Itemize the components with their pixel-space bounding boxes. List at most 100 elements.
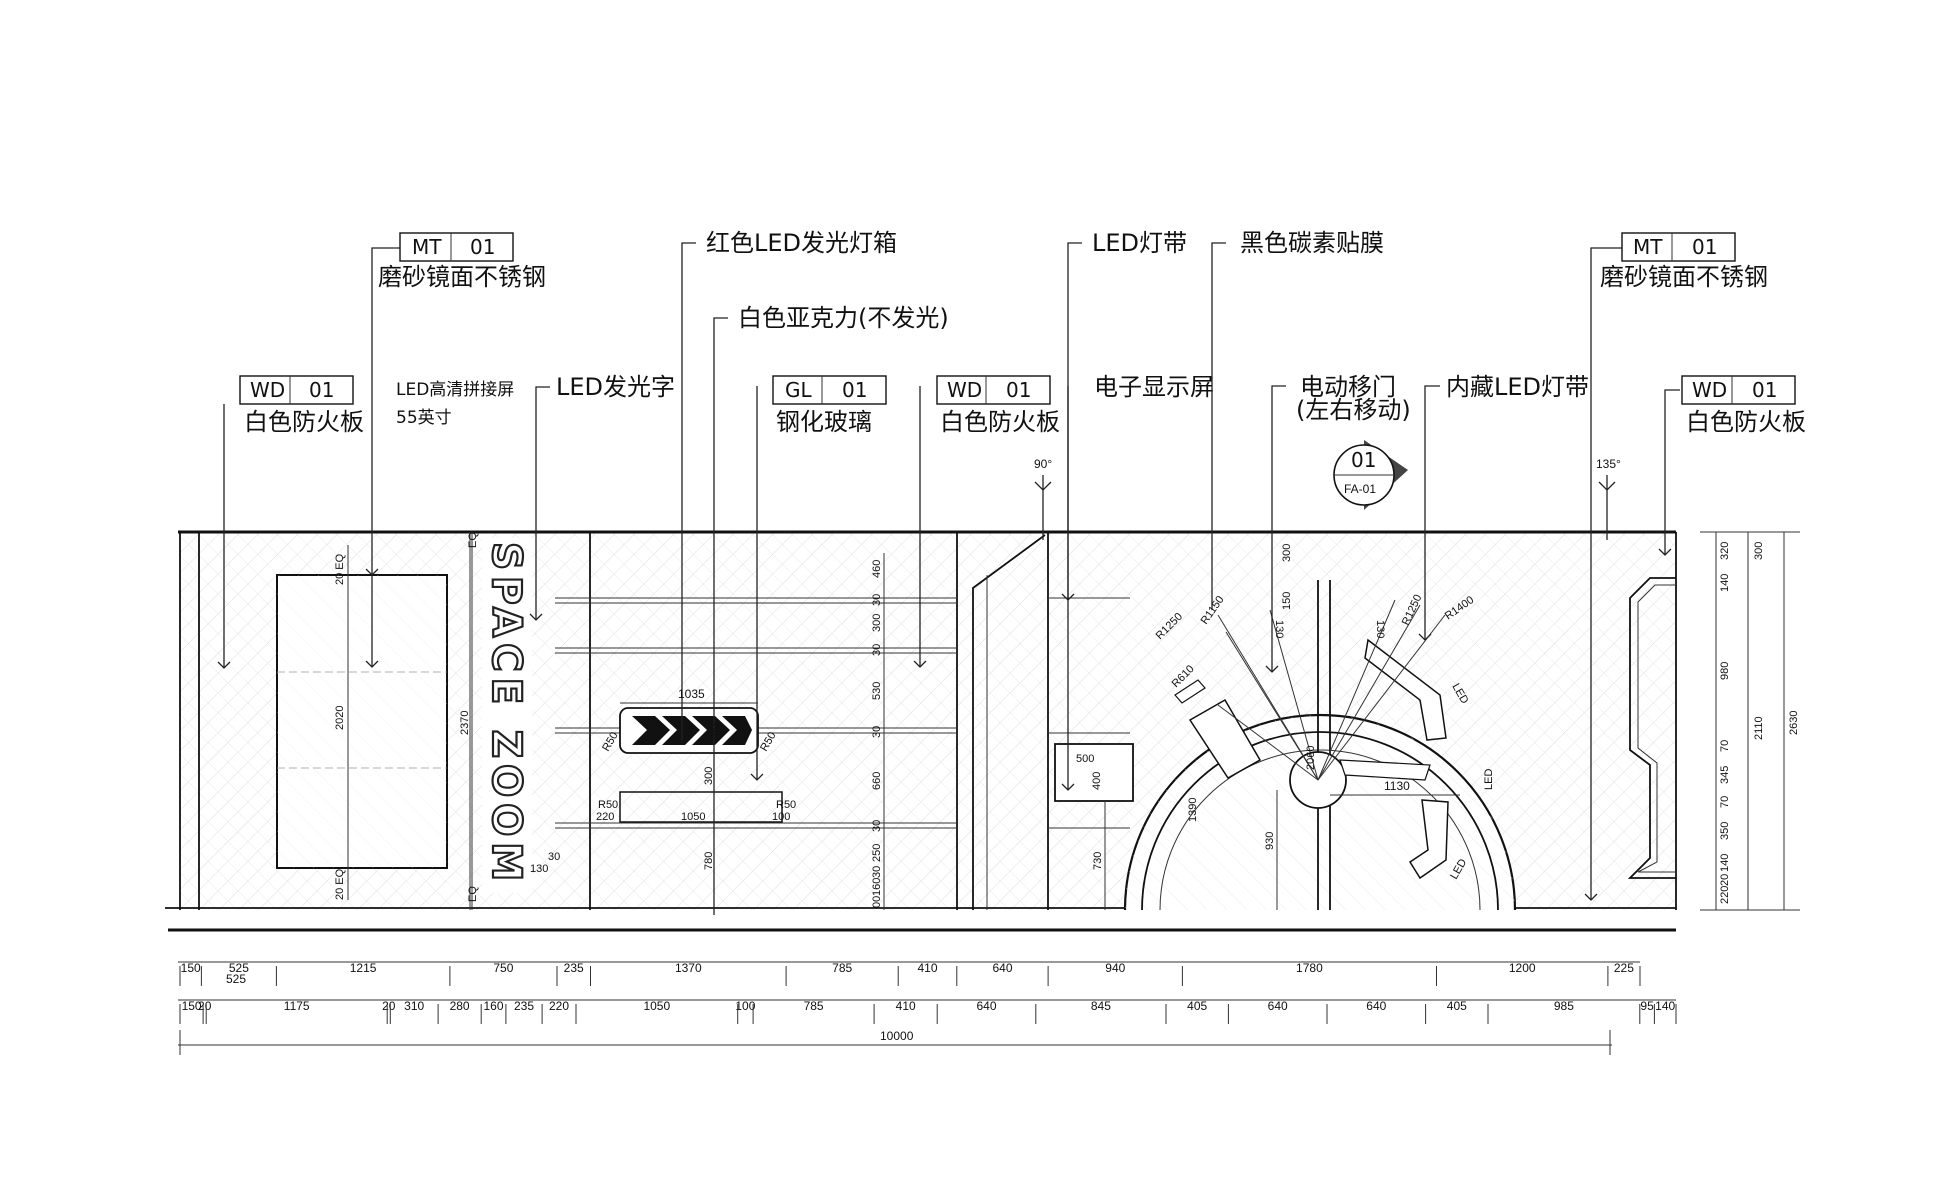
svg-text:250: 250	[709, 724, 721, 742]
dim-row2-label: 150	[182, 999, 202, 1013]
svg-text:300: 300	[871, 614, 883, 632]
callout-gl: GL 01 钢化玻璃	[772, 375, 887, 436]
dim-row1-label: 1215	[350, 961, 377, 975]
svg-text:01: 01	[1692, 235, 1717, 259]
svg-text:30: 30	[871, 866, 883, 878]
svg-text:930: 930	[1264, 832, 1276, 850]
svg-text:2630: 2630	[1788, 711, 1800, 735]
svg-text:160: 160	[871, 878, 883, 896]
svg-text:150: 150	[1281, 592, 1293, 610]
svg-text:LED高清拼接屏: LED高清拼接屏	[396, 380, 514, 400]
right-mirror-panel	[1627, 577, 1676, 879]
dim-row2-label: 1050	[643, 999, 670, 1013]
dim-row2-label: 20	[382, 999, 396, 1013]
svg-text:55英寸: 55英寸	[396, 408, 452, 428]
dim-row1-label: 1200	[1509, 961, 1536, 975]
svg-text:530: 530	[871, 682, 883, 700]
left-panel-dims: 20 EQ 2020 20 EQ 2370 EQ EQ 130 30	[334, 532, 560, 910]
svg-text:1035: 1035	[678, 687, 705, 701]
svg-text:350: 350	[1719, 822, 1731, 840]
mirror-panel	[276, 574, 448, 869]
svg-text:00: 00	[871, 896, 883, 908]
dim-row2-label: 845	[1091, 999, 1111, 1013]
dim-row2-label: 235	[514, 999, 534, 1013]
shelf-dims: 460 30 300 30 530 30 660 30 250 30 160 0…	[871, 553, 885, 910]
svg-text:01: 01	[1752, 378, 1777, 402]
dim-row2-label: 280	[450, 999, 470, 1013]
svg-text:1390: 1390	[1187, 798, 1199, 822]
dim-row2-label: 95	[1640, 999, 1654, 1013]
dim-row1-label: 410	[917, 961, 937, 975]
svg-text:400: 400	[1091, 772, 1103, 790]
space-zoom-logo: SPACE ZOOM	[482, 538, 532, 893]
svg-text:2370: 2370	[459, 711, 471, 735]
glass-panel	[972, 534, 1046, 910]
dim-row1-label: 940	[1105, 961, 1125, 975]
svg-text:钢化玻璃: 钢化玻璃	[776, 408, 872, 436]
svg-text:EQ: EQ	[467, 532, 479, 548]
svg-text:30: 30	[871, 726, 883, 738]
svg-text:20: 20	[1719, 874, 1731, 886]
dim-row2-label: 985	[1554, 999, 1574, 1013]
angle-right: 135°	[1596, 457, 1621, 471]
svg-text:01: 01	[842, 378, 867, 402]
svg-text:660: 660	[871, 772, 883, 790]
svg-text:300: 300	[703, 767, 715, 785]
leader-lines	[217, 242, 1680, 915]
dim-row2-label: 140	[1655, 999, 1675, 1013]
svg-text:磨砂镜面不锈钢: 磨砂镜面不锈钢	[1600, 263, 1768, 291]
dim-row1-label: 235	[564, 961, 584, 975]
svg-text:01: 01	[1351, 448, 1376, 472]
callout-led-text: LED发光字	[556, 373, 675, 401]
svg-text:130: 130	[1374, 620, 1386, 638]
svg-text:460: 460	[871, 560, 883, 578]
dim-row2-label: 785	[804, 999, 824, 1013]
svg-text:320: 320	[1719, 542, 1731, 560]
angle-left: 90°	[1034, 457, 1052, 471]
svg-text:WD: WD	[947, 378, 982, 402]
callout-wd-mid: WD 01 白色防火板	[936, 375, 1060, 436]
svg-text:250: 250	[871, 844, 883, 862]
svg-text:2110: 2110	[1753, 716, 1765, 740]
right-dimensions: 320 140 980 70 345 70 350 140 20 220 300…	[1700, 531, 1800, 911]
dim-row2-label: 640	[1366, 999, 1386, 1013]
dim-row1-label: 640	[992, 961, 1012, 975]
dim-row1-label: 750	[493, 961, 513, 975]
svg-text:30: 30	[871, 644, 883, 656]
svg-text:30: 30	[548, 851, 560, 863]
svg-text:300: 300	[1281, 544, 1293, 562]
svg-text:730: 730	[1092, 852, 1104, 870]
dim-row2-label: 405	[1187, 999, 1207, 1013]
arrow-sign-dims: 1035 250 R50 R50 R50 R50 220 1050 100 30…	[596, 687, 796, 870]
svg-text:白色防火板: 白色防火板	[244, 408, 364, 436]
dim-row1-label: 525	[229, 961, 249, 975]
dim-row2-label: 1175	[284, 999, 310, 1013]
dim-sub-525: 525	[226, 972, 246, 986]
screen-dims: 500 400 730	[1076, 753, 1106, 910]
svg-text:磨砂镜面不锈钢: 磨砂镜面不锈钢	[378, 263, 546, 291]
callout-led-strip: LED灯带	[1092, 229, 1187, 257]
svg-text:140: 140	[1719, 574, 1731, 592]
svg-text:电动移门: 电动移门	[1300, 373, 1396, 401]
dim-row2-label: 160	[483, 999, 503, 1013]
svg-text:780: 780	[703, 852, 715, 870]
svg-text:1130: 1130	[1384, 779, 1410, 793]
svg-text:01: 01	[470, 235, 495, 259]
svg-text:WD: WD	[1692, 378, 1727, 402]
svg-text:70: 70	[1719, 740, 1731, 752]
dim-row2-label: 100	[735, 999, 755, 1013]
dim-row2-label: 640	[1268, 999, 1288, 1013]
svg-text:WD: WD	[250, 378, 285, 402]
dim-row1-label: 1780	[1296, 961, 1323, 975]
logo-text: SPACE ZOOM	[483, 542, 529, 887]
svg-text:220: 220	[1719, 886, 1731, 904]
dim-row2-label: 20	[198, 999, 212, 1013]
dim-row2-label: 410	[896, 999, 916, 1013]
callout-red-lightbox: 红色LED发光灯箱	[706, 229, 897, 257]
dim-row1-label: 785	[832, 961, 852, 975]
svg-text:白色防火板: 白色防火板	[1686, 408, 1806, 436]
svg-text:130: 130	[530, 863, 548, 875]
callout-mt-left: MT 01 磨砂镜面不锈钢	[378, 232, 546, 291]
